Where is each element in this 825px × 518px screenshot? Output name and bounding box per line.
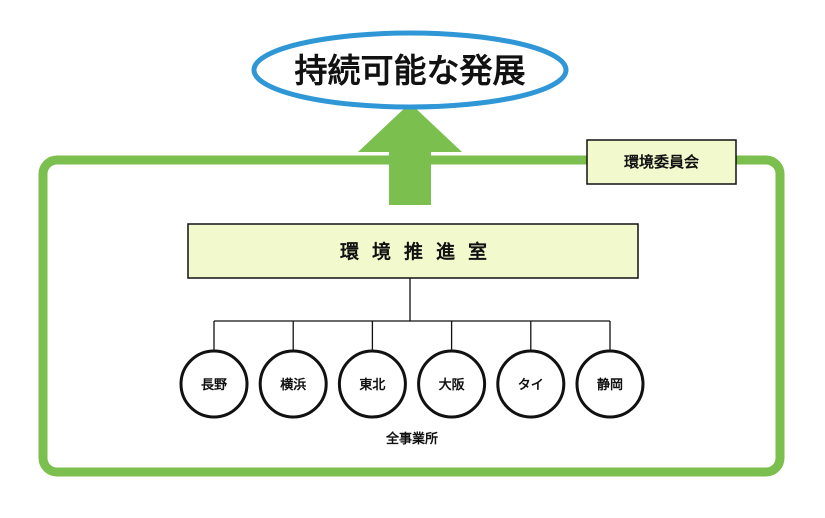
site-circle <box>575 349 645 419</box>
committee-frame <box>38 155 785 477</box>
site-circle <box>258 349 328 419</box>
up-arrow-icon <box>358 103 462 205</box>
site-node: 横浜 <box>258 321 328 419</box>
goal-ellipse <box>251 30 569 110</box>
committee-label: 環境委員会 <box>624 153 699 171</box>
site-circle <box>496 349 566 419</box>
sites-caption: 全事業所 <box>385 431 438 447</box>
site-node: 東北 <box>337 321 407 419</box>
site-label: 東北 <box>359 377 385 393</box>
site-label: 長野 <box>201 378 227 393</box>
site-label: 静岡 <box>597 377 623 393</box>
goal-label: 持続可能な発展 <box>295 51 526 90</box>
site-label: 横浜 <box>280 377 306 393</box>
site-circle <box>337 349 407 419</box>
site-circle <box>417 349 487 419</box>
site-circle <box>179 349 249 419</box>
site-node: 長野 <box>179 321 249 419</box>
office-box <box>187 223 639 279</box>
office-label: 環境推進室 <box>340 240 500 263</box>
committee-box <box>586 139 737 185</box>
connector-lines <box>214 278 610 322</box>
site-label: タイ <box>518 378 544 393</box>
site-label: 大阪 <box>439 377 466 393</box>
site-node: 静岡 <box>575 321 645 419</box>
site-node: 大阪 <box>417 321 487 419</box>
site-node: タイ <box>496 321 566 419</box>
site-nodes: 長野 横浜 東北 大阪 タイ 静岡 <box>179 321 645 419</box>
